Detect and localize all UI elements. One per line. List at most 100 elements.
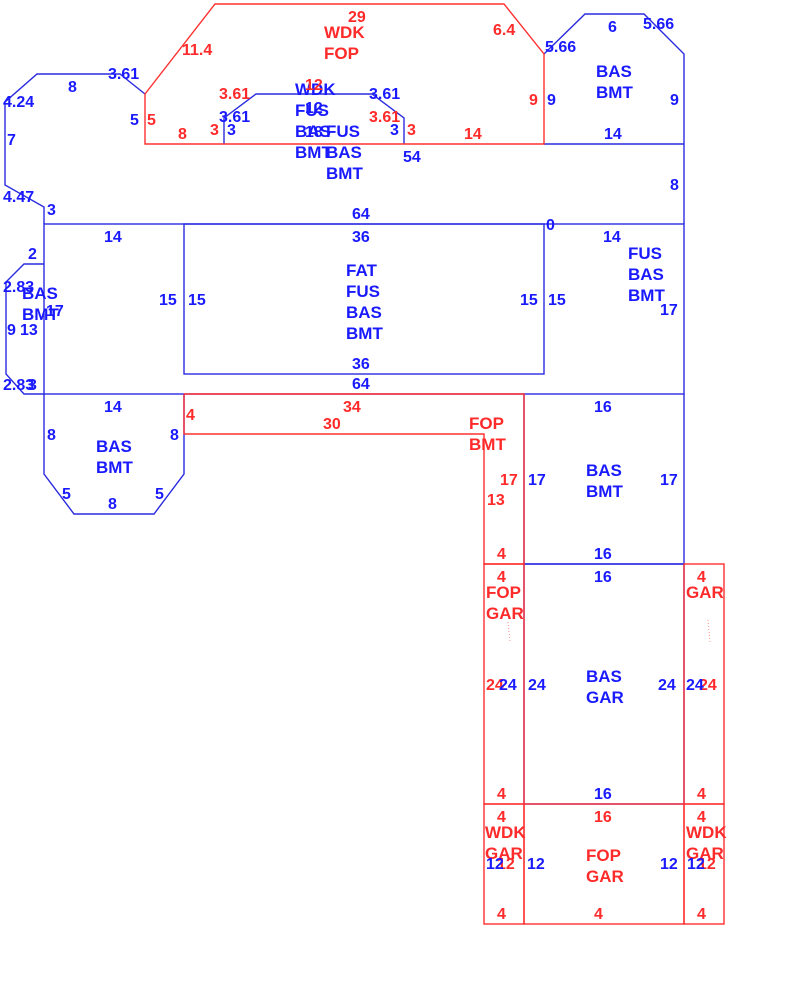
dimension-label: 11.4 — [182, 42, 212, 59]
dimension-label: 15 — [159, 292, 177, 309]
dimension-label: 17 — [500, 472, 518, 489]
area-label: WDK — [686, 823, 727, 842]
dimension-label: 2.83 — [3, 377, 34, 394]
dimension-label: 17 — [660, 472, 678, 489]
dimension-label: 24 — [699, 677, 717, 694]
dimension-label: 4 — [697, 786, 706, 803]
area-label: BAS — [628, 265, 664, 284]
area-label: FOP — [486, 583, 521, 602]
dimension-label: 12 — [698, 856, 716, 873]
area-label: FUS — [346, 282, 380, 301]
dimension-label: 14 — [604, 126, 622, 143]
area-label: BAS — [22, 284, 58, 303]
dimension-label: 5 — [130, 112, 139, 129]
area-label: BAS — [346, 303, 382, 322]
dimension-label: 17 — [660, 302, 678, 319]
dimension-label: 9 — [529, 92, 538, 109]
dimension-label: 12 — [660, 856, 678, 873]
dimension-label: 17 — [528, 472, 546, 489]
dimension-label: 17 — [46, 303, 64, 320]
dimension-label: 0 — [546, 217, 555, 234]
dimension-label: 24 — [528, 677, 546, 694]
base-dimensions: 6 5.66 5.66 9 9 14 8 3.61 3.61 3.61 12 3… — [3, 16, 705, 873]
area-label: WDK — [324, 23, 365, 42]
dimension-label: 5 — [147, 112, 156, 129]
dimension-label: 5 — [62, 486, 71, 503]
dimension-label: 2.83 — [3, 279, 34, 296]
dimension-label: 4 — [594, 906, 603, 923]
dimension-label: 3 — [390, 122, 399, 139]
dimension-label: 3 — [28, 377, 37, 394]
dimension-label: 16 — [594, 399, 612, 416]
dimension-label: 4 — [697, 569, 706, 586]
dimension-label: 4.47 — [3, 189, 34, 206]
dimension-label: 4 — [497, 809, 506, 826]
dimension-label: 29 — [348, 9, 366, 26]
area-label: BAS — [586, 461, 622, 480]
area-label: GAR — [486, 604, 524, 623]
gar-right-hatch — [707, 619, 711, 643]
area-label: BMT — [326, 164, 363, 183]
dimension-label: 15 — [188, 292, 206, 309]
area-label: GAR — [485, 844, 523, 863]
dimension-label: 5.66 — [643, 16, 674, 33]
dimension-label: 14 — [104, 229, 122, 246]
area-label: BMT — [346, 324, 383, 343]
dimension-label: 9 — [670, 92, 679, 109]
area-label: BAS — [596, 62, 632, 81]
area-label: BMT — [628, 286, 665, 305]
dimension-label: 4 — [497, 569, 506, 586]
wdk-gar-right-rect — [683, 803, 725, 925]
area-label: FOP — [469, 414, 504, 433]
dimension-label: 8 — [670, 177, 679, 194]
dimension-label: 12 — [687, 856, 705, 873]
dimension-label: 3.61 — [369, 86, 400, 103]
dimension-label: 24 — [658, 677, 676, 694]
area-label: FUS — [295, 101, 329, 120]
dimension-label: 14 — [603, 229, 621, 246]
area-label: GAR — [586, 867, 624, 886]
dimension-label: 64 — [352, 376, 370, 393]
dimension-label: 24 — [499, 677, 517, 694]
dimension-label: 3 — [47, 202, 56, 219]
dimension-label: 16 — [594, 569, 612, 586]
dimension-label: 24 — [486, 677, 504, 694]
dimension-label: 4 — [697, 809, 706, 826]
dimension-label: 30 — [323, 416, 341, 433]
area-label: BAS — [96, 437, 132, 456]
dimension-label: 18 — [305, 124, 323, 141]
dimension-label: 12 — [497, 856, 515, 873]
dimension-label: 4.24 — [3, 94, 34, 111]
area-labels: WDK FOP WDK FUS BAS BMT FUS BAS BMT BAS … — [22, 23, 727, 886]
nw-wing-outline — [4, 73, 146, 224]
area-label: BMT — [586, 482, 623, 501]
area-label: GAR — [686, 583, 724, 602]
dimension-label: 5.66 — [545, 39, 576, 56]
dimension-label: 16 — [594, 809, 612, 826]
dimension-label: 4 — [497, 906, 506, 923]
dimension-label: 12 — [486, 856, 504, 873]
dimension-label: 4 — [697, 906, 706, 923]
dimension-label: 15 — [548, 292, 566, 309]
dimension-label: 54 — [403, 149, 421, 166]
area-label: FUS — [326, 122, 360, 141]
dimension-label: 34 — [343, 399, 361, 416]
dimension-label: 2 — [28, 246, 37, 263]
area-label: BAS — [586, 667, 622, 686]
dimension-label: 6.4 — [493, 22, 515, 39]
dimension-label: 3 — [227, 122, 236, 139]
dimension-label: 4 — [186, 407, 195, 424]
dimension-label: 14 — [104, 399, 122, 416]
dimension-label: 16 — [594, 786, 612, 803]
area-label: GAR — [686, 844, 724, 863]
dimension-label: 3.61 — [369, 109, 400, 126]
west-bump-outline — [5, 263, 44, 395]
inner-fus-outline — [223, 93, 405, 144]
dimension-label: 5 — [155, 486, 164, 503]
ne-bump-outline — [543, 13, 685, 224]
dimension-label: 15 — [520, 292, 538, 309]
dimension-label: 8 — [68, 79, 77, 96]
dimension-label: 7 — [7, 132, 16, 149]
dimension-label: 3 — [210, 122, 219, 139]
